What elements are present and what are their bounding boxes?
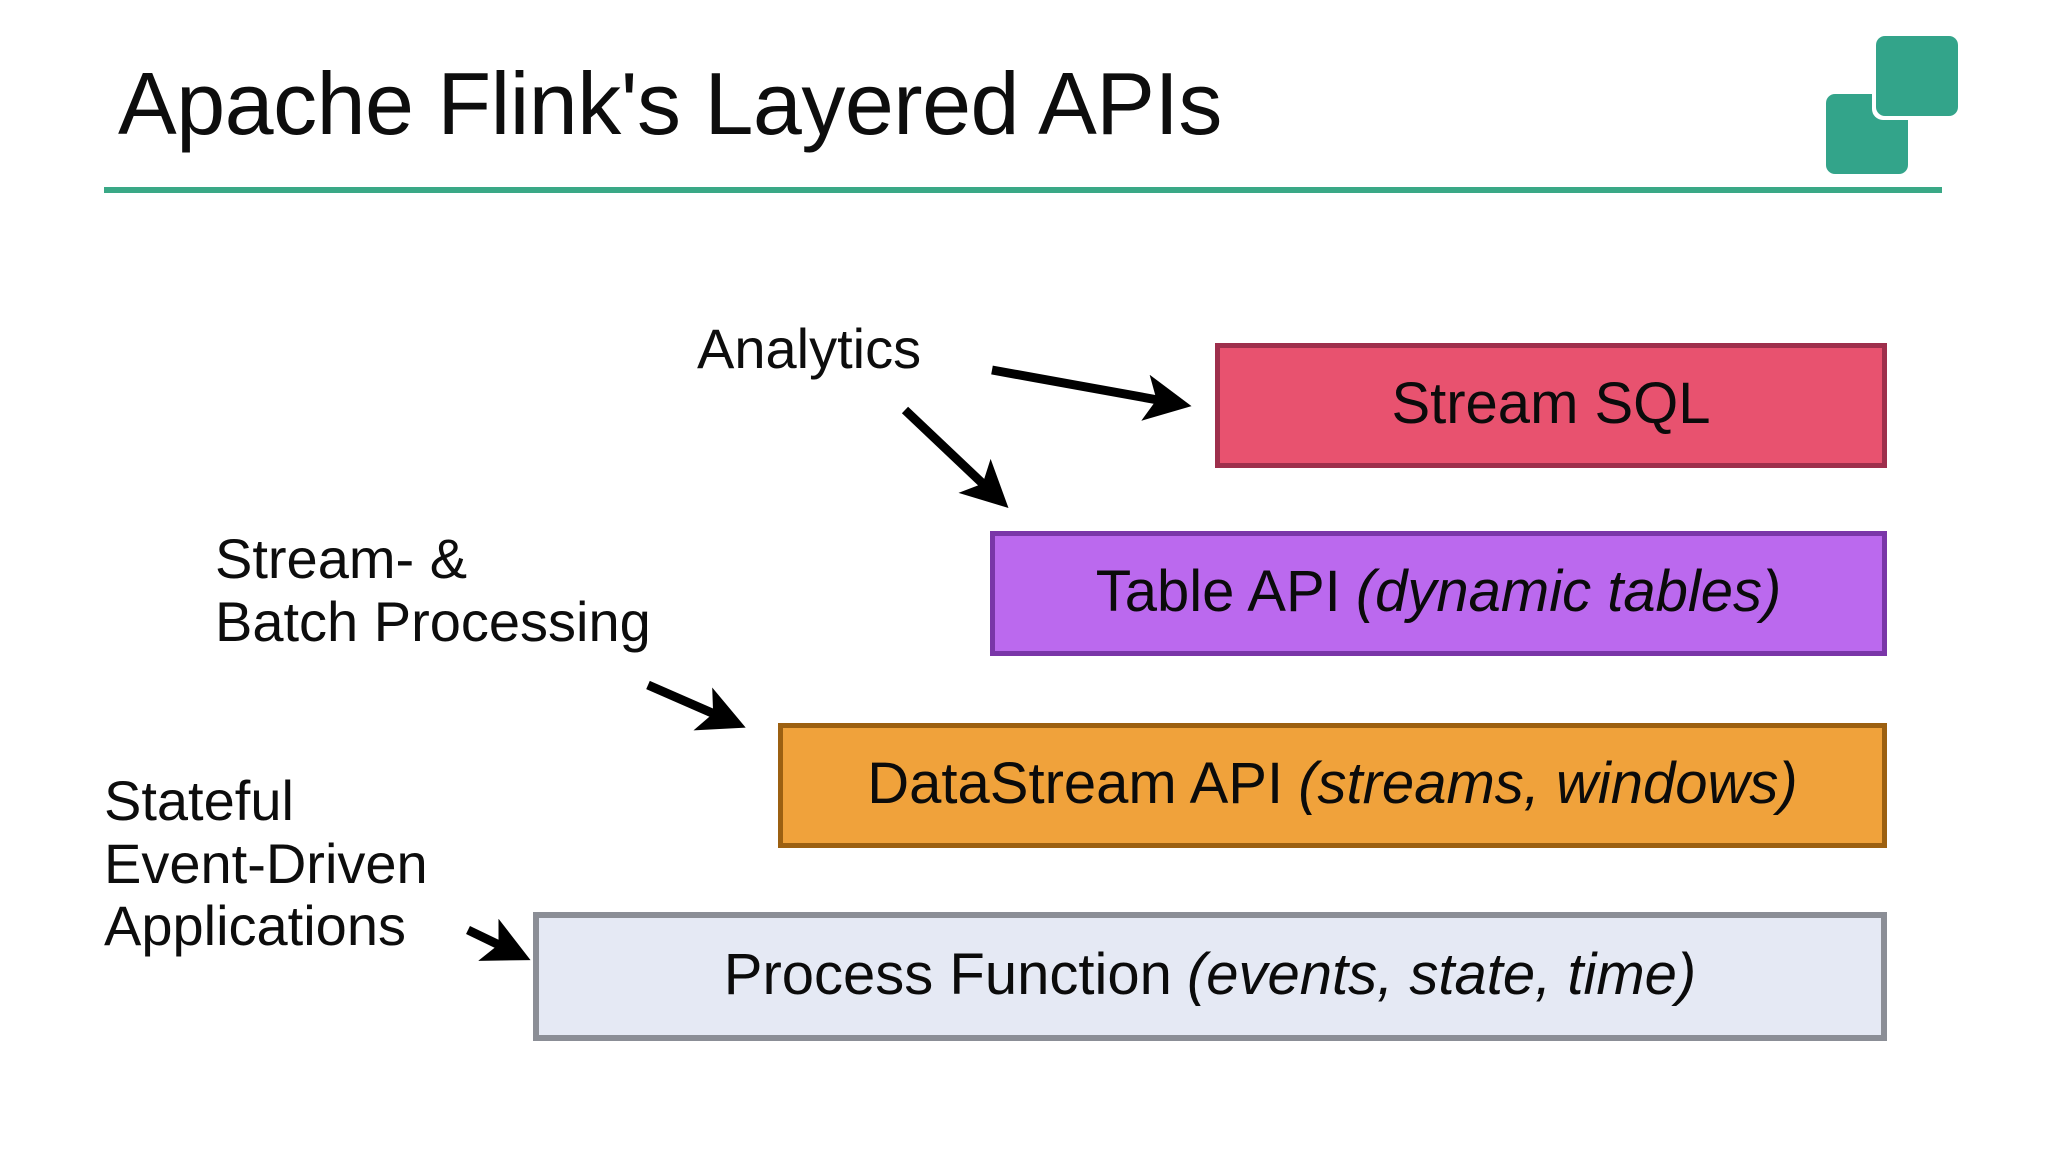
layer-label-main: Stream SQL	[1391, 370, 1711, 436]
logo-square-front-icon	[1876, 36, 1958, 116]
arrow-analytics-to-table-api	[901, 406, 1009, 509]
layer-label-detail: (events, state, time)	[1186, 941, 1697, 1007]
annotation-label-analytics: Analytics	[697, 317, 922, 380]
layer-label-detail: (streams, windows)	[1298, 750, 1798, 816]
layer-label-main: DataStream API	[867, 750, 1284, 816]
annotation-label-stateful-event-driven-applications: Stateful Event-Driven Applications	[104, 769, 428, 958]
page-title: Apache Flink's Layered APIs	[118, 54, 1222, 153]
layer-bar-stream-sql[interactable]: Stream SQL	[1215, 343, 1887, 468]
arrow-analytics-to-stream-sql	[991, 365, 1192, 421]
title-underline-rule	[104, 187, 1942, 193]
layer-label-main: Process Function	[723, 941, 1172, 1007]
annotation-label-stream-batch-processing: Stream- & Batch Processing	[215, 527, 651, 653]
brand-logo	[1826, 36, 1958, 174]
layer-label-detail: (dynamic tables)	[1355, 558, 1782, 624]
arrow-stream-batch-to-datastream-api	[646, 680, 746, 731]
layer-bar-process-function[interactable]: Process Function (events, state, time)	[533, 912, 1887, 1041]
layer-bar-datastream-api[interactable]: DataStream API (streams, windows)	[778, 723, 1887, 848]
layer-label-main: Table API	[1095, 558, 1341, 624]
layer-bar-table-api[interactable]: Table API (dynamic tables)	[990, 531, 1887, 656]
arrow-stateful-to-process-function	[466, 918, 531, 961]
